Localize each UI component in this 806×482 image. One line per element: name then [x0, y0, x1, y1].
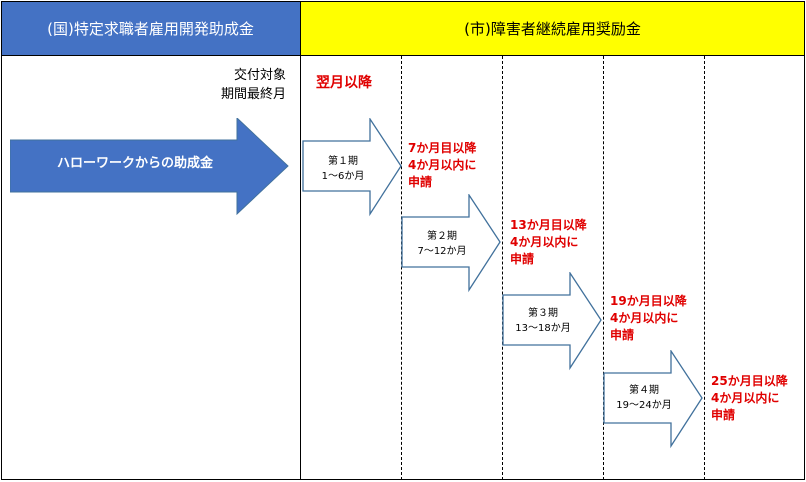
application-note-1-line1: 7か月目以降	[408, 141, 477, 155]
hello-work-arrow-label: ハローワークからの助成金	[56, 156, 213, 171]
period-3-label: 第３期 13～18か月	[505, 306, 581, 336]
hello-work-arrow-shape	[10, 118, 289, 216]
application-note-2-line3: 申請	[510, 252, 535, 266]
period-2-name: 第２期	[427, 231, 457, 242]
dashed-guide-2	[502, 56, 503, 480]
application-note-4-line1: 25か月目以降	[711, 374, 788, 388]
period-4-arrow	[603, 350, 703, 449]
next-month-label: 翌月以降	[316, 75, 372, 91]
header-right-title: (市)障害者継続雇用奨励金	[300, 1, 805, 55]
period-3-arrow	[502, 272, 602, 371]
application-note-4: 25か月目以降 4か月以内に 申請	[711, 373, 788, 424]
period-2-range: 7～12か月	[417, 246, 467, 257]
period-2-arrow	[401, 194, 501, 293]
application-note-4-line2: 4か月以内に	[711, 391, 780, 405]
application-note-3-line1: 19か月目以降	[610, 294, 687, 308]
dashed-guide-1	[401, 56, 402, 480]
period-1-name: 第１期	[328, 156, 358, 167]
application-note-2-line2: 4か月以内に	[510, 235, 579, 249]
period-2-label: 第２期 7～12か月	[404, 229, 480, 259]
dashed-guide-3	[603, 56, 604, 480]
period-3-name: 第３期	[528, 308, 558, 319]
grant-period-line1: 交付対象	[233, 68, 286, 83]
application-note-3: 19か月目以降 4か月以内に 申請	[610, 293, 687, 344]
application-note-4-line3: 申請	[711, 408, 736, 422]
application-note-3-line2: 4か月以内に	[610, 311, 679, 325]
grant-period-label: 交付対象 期間最終月	[221, 66, 286, 104]
header-left-title: (国)特定求職者雇用開発助成金	[1, 1, 300, 55]
period-1-arrow	[302, 118, 402, 217]
application-note-3-line3: 申請	[610, 328, 635, 342]
column-divider	[300, 1, 301, 480]
application-note-2-line1: 13か月目以降	[510, 218, 587, 232]
period-1-range: 1～6か月	[321, 171, 365, 182]
hello-work-arrow	[10, 118, 289, 216]
period-3-range: 13～18か月	[515, 323, 571, 334]
header-divider	[1, 55, 805, 56]
application-note-1-line3: 申請	[408, 175, 433, 189]
period-4-label: 第４期 19～24か月	[606, 383, 682, 413]
period-4-name: 第４期	[629, 385, 659, 396]
application-note-1-line2: 4か月以内に	[408, 158, 477, 172]
dashed-guide-4	[704, 56, 705, 480]
period-1-label: 第１期 1～6か月	[308, 154, 378, 184]
application-note-1: 7か月目以降 4か月以内に 申請	[408, 140, 476, 191]
application-note-2: 13か月目以降 4か月以内に 申請	[510, 217, 587, 268]
period-4-range: 19～24か月	[616, 400, 672, 411]
grant-period-line2: 期間最終月	[220, 87, 286, 102]
